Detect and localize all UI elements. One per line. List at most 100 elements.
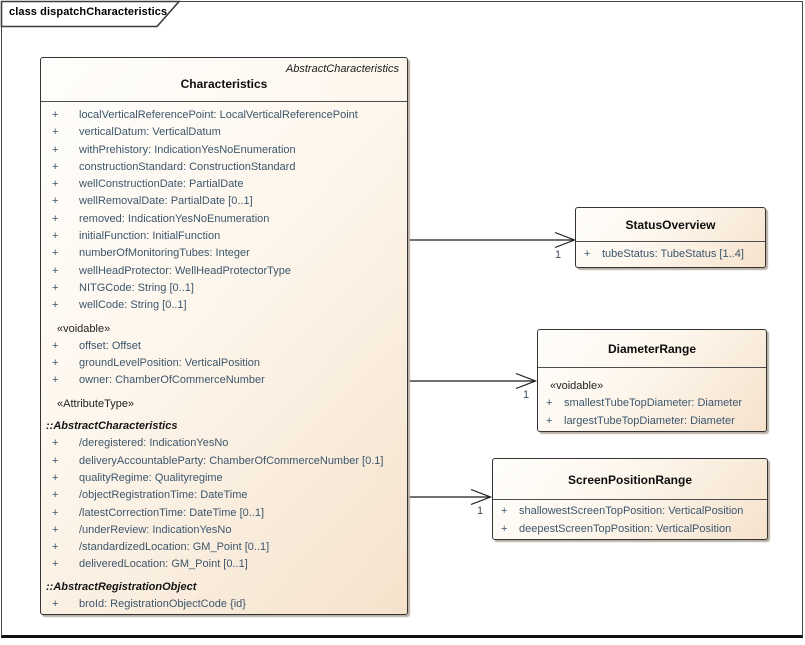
attribute-row: + smallestTubeTopDiameter: Diameter [538, 395, 766, 413]
visibility-marker: + [501, 505, 508, 517]
attribute-text: deliveredLocation: GM_Point [0..1] [79, 558, 248, 571]
attribute-row: +tubeStatus: TubeStatus [1..4] [576, 246, 765, 264]
attribute-row: + /deregistered: IndicationYesNo [41, 435, 407, 452]
attribute-text: removed: IndicationYesNoEnumeration [79, 212, 270, 225]
visibility-marker: + [52, 126, 59, 139]
class-box-diameter-range[interactable]: DiameterRange «voidable»+smallestTubeTop… [537, 329, 767, 432]
visibility-marker: + [52, 230, 59, 243]
attribute-row: + verticalDatum: VerticalDatum [41, 124, 407, 141]
multiplicity-label: 1 [477, 505, 484, 517]
visibility-marker: + [52, 357, 59, 370]
visibility-marker: + [52, 558, 59, 571]
inherited-scope-label: ::AbstractRegistrationObject [46, 580, 197, 593]
attributes-compartment: «voidable»+smallestTubeTopDiameter: Diam… [538, 368, 766, 430]
class-stereotype: AbstractCharacteristics [285, 63, 399, 75]
attribute-text: offset: Offset [79, 339, 141, 352]
attribute-row: +wellConstructionDate: PartialDate [41, 176, 407, 193]
attribute-row: + /underReview: IndicationYesNo [41, 522, 407, 539]
attribute-text: constructionStandard: ConstructionStanda… [79, 160, 296, 173]
attribute-text: largestTubeTopDiameter: Diameter [564, 414, 735, 427]
attribute-text: verticalDatum: VerticalDatum [79, 126, 221, 139]
attribute-text: wellHeadProtector: WellHeadProtectorType [79, 264, 291, 277]
attribute-row: + deliveryAccountableParty: ChamberOfComm… [41, 453, 407, 470]
attribute-row: + /objectRegistrationTime: DateTime [41, 487, 407, 504]
attribute-row: + largestTubeTopDiameter: Diameter [538, 413, 766, 431]
class-box-characteristics[interactable]: AbstractCharacteristics Characteristics … [40, 57, 408, 615]
attribute-row: +offset: Offset [41, 338, 407, 355]
attribute-row: + deepestScreenTopPosition: VerticalPosit… [493, 521, 767, 539]
attribute-row: + wellCode: String [0..1] [41, 297, 407, 314]
attribute-row: + removed: IndicationYesNoEnumeration [41, 211, 407, 228]
attribute-row: + wellHeadProtector: WellHeadProtectorTyp… [41, 263, 407, 280]
attribute-row: +owner: ChamberOfCommerceNumber [41, 372, 407, 389]
attribute-text: withPrehistory: IndicationYesNoEnumerati… [79, 143, 296, 156]
attribute-text: broId: RegistrationObjectCode {id} [79, 598, 246, 611]
frame-title: class dispatchCharacteristics [9, 6, 168, 18]
visibility-marker: + [52, 281, 59, 294]
attribute-row: + constructionStandard: ConstructionStand… [41, 159, 407, 176]
visibility-marker: + [52, 109, 59, 121]
attribute-text: numberOfMonitoringTubes: Integer [79, 247, 250, 260]
attribute-row: +qualityRegime: Qualityregime [41, 470, 407, 487]
multiplicity-label: 1 [523, 389, 530, 401]
visibility-marker: + [52, 506, 59, 519]
attributes-compartment: +tubeStatus: TubeStatus [1..4] [576, 242, 765, 264]
attribute-row: + shallowestScreenTopPosition: VerticalPo… [493, 503, 767, 521]
visibility-marker: + [52, 264, 59, 277]
visibility-marker: + [52, 212, 59, 225]
class-name: ScreenPositionRange [567, 473, 693, 487]
compartment-divider [41, 101, 407, 102]
attribute-text: qualityRegime: Qualityregime [79, 471, 223, 484]
visibility-marker: + [52, 247, 59, 260]
compartment-divider [493, 499, 767, 500]
attribute-text: /standardizedLocation: GM_Point [0..1] [79, 541, 270, 554]
attribute-row: + /latestCorrectionTime: DateTime [0..1] [41, 505, 407, 522]
visibility-marker: + [52, 178, 59, 191]
compartment-divider [576, 241, 765, 242]
visibility-marker: + [52, 437, 59, 450]
visibility-marker: + [52, 299, 59, 312]
class-name: Characteristics [180, 77, 268, 91]
attribute-text: /underReview: IndicationYesNo [79, 523, 232, 536]
attribute-row: + initialFunction: InitialFunction [41, 228, 407, 245]
attribute-text: groundLevelPosition: VerticalPosition [79, 357, 261, 370]
attribute-text: deliveryAccountableParty: ChamberOfComme… [79, 454, 384, 467]
attribute-row: + groundLevelPosition: VerticalPosition [41, 355, 407, 372]
attributes-compartment: + localVerticalReferencePoint: LocalVerti… [41, 102, 407, 613]
attribute-text: initialFunction: InitialFunction [79, 230, 221, 243]
class-name: StatusOverview [625, 218, 716, 232]
attribute-row: + broId: RegistrationObjectCode {id} [41, 596, 407, 613]
attribute-text: /objectRegistrationTime: DateTime [79, 489, 248, 502]
visibility-marker: + [501, 522, 508, 535]
attribute-text: wellCode: String [0..1] [79, 299, 187, 312]
visibility-marker: + [52, 143, 59, 156]
class-name: DiameterRange [607, 342, 697, 356]
visibility-marker: + [546, 397, 553, 410]
attributes-compartment: + shallowestScreenTopPosition: VerticalPo… [493, 500, 767, 538]
attribute-text: deepestScreenTopPosition: VerticalPositi… [519, 522, 732, 535]
attribute-row: + deliveredLocation: GM_Point [0..1] [41, 556, 407, 573]
visibility-marker: + [52, 523, 59, 536]
multiplicity-label: 1 [555, 249, 562, 261]
attribute-text: shallowestScreenTopPosition: VerticalPos… [519, 505, 744, 517]
attribute-text: smallestTubeTopDiameter: Diameter [564, 397, 743, 410]
attribute-text: /latestCorrectionTime: DateTime [0..1] [79, 506, 265, 519]
class-box-screen-position-range[interactable]: ScreenPositionRange + shallowestScreenTop… [492, 458, 768, 540]
visibility-marker: + [52, 541, 59, 554]
visibility-marker: + [52, 598, 59, 611]
class-box-status-overview[interactable]: StatusOverview +tubeStatus: TubeStatus [… [575, 207, 766, 268]
attribute-text: owner: ChamberOfCommerceNumber [79, 374, 265, 387]
attribute-text: tubeStatus: TubeStatus [1..4] [602, 248, 744, 260]
attribute-row: + localVerticalReferencePoint: LocalVerti… [41, 107, 407, 124]
visibility-marker: + [546, 414, 553, 427]
attribute-row: +NITGCode: String [0..1] [41, 280, 407, 297]
inherited-scope-label: ::AbstractCharacteristics [46, 420, 178, 433]
attribute-text: localVerticalReferencePoint: LocalVertic… [79, 109, 358, 121]
visibility-marker: + [52, 454, 59, 467]
visibility-marker: + [52, 489, 59, 502]
compartment-divider [538, 367, 766, 368]
visibility-marker: + [52, 160, 59, 173]
attribute-text: /deregistered: IndicationYesNo [79, 437, 229, 450]
